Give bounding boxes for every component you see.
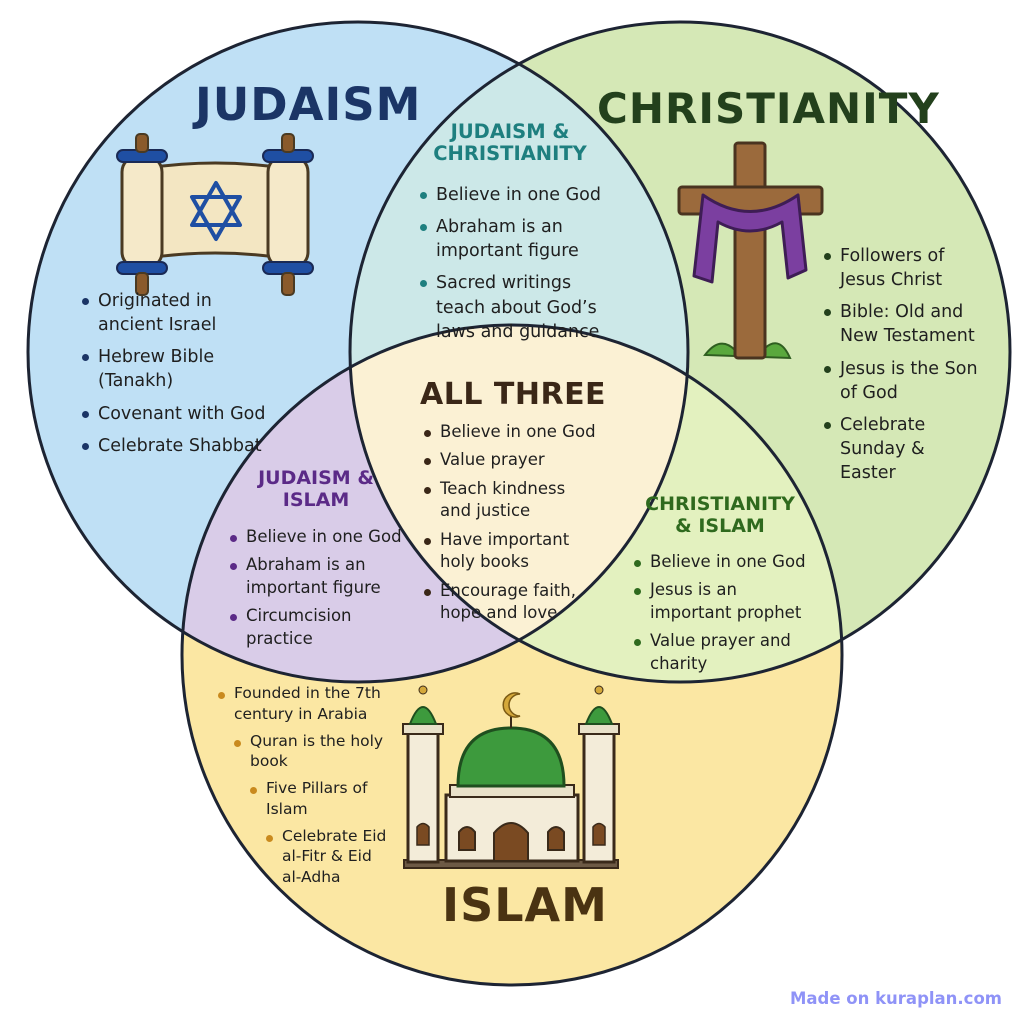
all-three-title: ALL THREE [420, 377, 607, 412]
list-item: Have important holy books [422, 529, 597, 574]
list-item: Encourage faith, hope and love [422, 580, 597, 625]
list-item: Jesus is an important prophet [632, 579, 817, 624]
list-item: Value prayer and charity [632, 630, 817, 675]
list-item: Jesus is the Son of God [822, 357, 982, 405]
list-item: Believe in one God [632, 551, 817, 573]
christianity-islam-title: CHRISTIANITY & ISLAM [645, 493, 795, 537]
judaism-title: JUDAISM [195, 78, 422, 131]
list-item: Celebrate Shabbat [80, 434, 280, 458]
list-item: Circumcision practice [228, 605, 408, 650]
judaism-islam-title: JUDAISM & ISLAM [258, 467, 374, 511]
list-item: Sacred writings teach about God’s laws a… [418, 271, 618, 343]
list-item: Celebrate Sunday & Easter [822, 413, 982, 485]
list-item: Believe in one God [418, 183, 618, 207]
list-item: Value prayer [422, 449, 597, 471]
list-item: Teach kindness and justice [422, 478, 597, 523]
list-item: Hebrew Bible (Tanakh) [80, 345, 280, 393]
list-item: Five Pillars of Islam [248, 778, 396, 820]
list-item: Abraham is an important figure [228, 554, 408, 599]
list-item: Originated in ancient Israel [80, 289, 280, 337]
list-item: Founded in the 7th century in Arabia [216, 683, 396, 725]
judaism-christianity-title: JUDAISM & CHRISTIANITY [433, 120, 587, 166]
mosque-icon [402, 685, 620, 869]
list-item: Followers of Jesus Christ [822, 244, 982, 292]
list-item: Believe in one God [422, 421, 597, 443]
list-item: Covenant with God [80, 402, 280, 426]
christianity-title: CHRISTIANITY [597, 84, 940, 133]
torah-scroll-icon [116, 133, 314, 296]
islam-title: ISLAM [442, 878, 608, 932]
list-item: Quran is the holy book [232, 731, 396, 773]
cross-icon [677, 141, 824, 360]
list-item: Bible: Old and New Testament [822, 300, 982, 348]
watermark: Made on kuraplan.com [789, 989, 1002, 1008]
list-item: Abraham is an important figure [418, 215, 618, 263]
list-item: Celebrate Eid al-Fitr & Eid al-Adha [264, 826, 396, 888]
list-item: Believe in one God [228, 526, 408, 548]
